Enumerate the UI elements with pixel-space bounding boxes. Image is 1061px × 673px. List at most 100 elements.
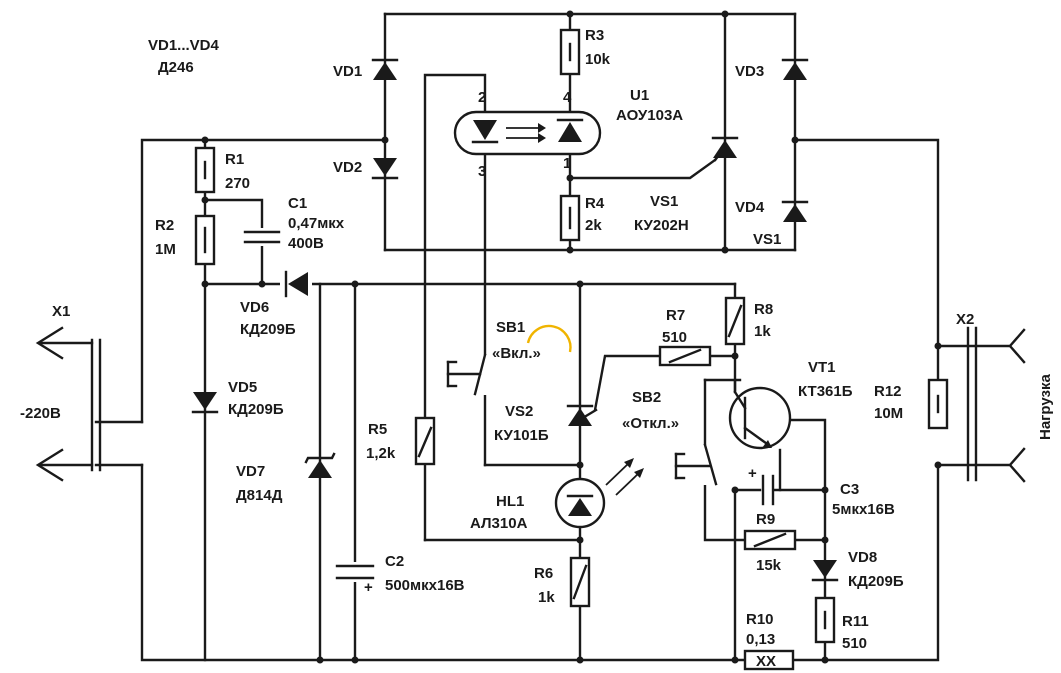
label-u1-type: АОУ103А: [616, 107, 683, 124]
label-x2: X2: [956, 311, 974, 328]
diode-vd8: [811, 560, 839, 582]
label-vd7-type: Д814Д: [236, 487, 283, 504]
resistor-r2: [194, 214, 216, 266]
label-vd-group: VD1...VD4: [148, 37, 220, 54]
label-vd1: VD1: [333, 63, 362, 80]
diode-vd4: [781, 200, 809, 222]
label-pin1: 1: [563, 155, 571, 172]
label-vd-group-type: Д246: [158, 59, 194, 76]
label-c2: C2: [385, 553, 404, 570]
switch-sb1: [446, 353, 496, 396]
capacitor-c3: [761, 474, 775, 506]
switch-sb2: [674, 443, 718, 486]
label-r7-val: 510: [662, 329, 687, 346]
label-pin4: 4: [563, 89, 572, 106]
label-r6: R6: [534, 565, 553, 582]
label-c1: C1: [288, 195, 307, 212]
resistor-r10: [743, 649, 795, 671]
label-r3: R3: [585, 27, 604, 44]
label-r11: R11: [842, 613, 869, 630]
label-vd5: VD5: [228, 379, 257, 396]
label-vd5-type: КД209Б: [228, 401, 284, 418]
resistor-r11: [814, 596, 836, 644]
label-c3: C3: [840, 481, 859, 498]
label-c1-volt: 400В: [288, 235, 324, 252]
label-hl1: HL1: [496, 493, 524, 510]
label-vd6: VD6: [240, 299, 269, 316]
label-r1: R1: [225, 151, 244, 168]
resistor-r6: [569, 556, 591, 608]
capacitor-c1: [243, 228, 281, 246]
label-vs2-type: КУ101Б: [494, 427, 549, 444]
diode-vd2: [371, 158, 399, 180]
label-vd7: VD7: [236, 463, 265, 480]
label-sb2-action: «Откл.»: [622, 415, 679, 432]
label-load: Нагрузка: [1037, 374, 1054, 440]
thyristor-vs1: [711, 136, 739, 162]
led-hl1: [554, 458, 644, 529]
transistor-vt1: [703, 378, 792, 450]
diode-vd1: [371, 58, 399, 80]
label-r9-val: 15k: [756, 557, 782, 574]
label-r12: R12: [874, 383, 902, 400]
label-r5: R5: [368, 421, 387, 438]
label-pin2: 2: [478, 89, 486, 106]
label-c1-val: 0,47мкх: [288, 215, 345, 232]
resistor-r3: [559, 28, 581, 76]
label-vs1-type: КУ202Н: [634, 217, 689, 234]
label-c2-plus: +: [364, 579, 373, 596]
label-r1-val: 270: [225, 175, 250, 192]
label-sb1: SB1: [496, 319, 525, 336]
label-r2-val: 1M: [155, 241, 176, 258]
labels: VD1...VD4 Д246 VD1 VD2 VD3 VD4 R3 10k U1…: [20, 27, 1054, 670]
junction-dots: [201, 10, 942, 664]
label-sb1-action: «Вкл.»: [492, 345, 541, 362]
resistor-r12: [927, 378, 949, 430]
zener-vd7: [304, 452, 336, 478]
label-hl1-type: АЛ310А: [470, 515, 528, 532]
label-c3-val: 5мкх16В: [832, 501, 895, 518]
diode-vd6: [280, 270, 312, 298]
resistor-r5: [414, 416, 436, 466]
resistor-r8: [724, 296, 746, 346]
label-r12-val: 10M: [874, 405, 903, 422]
connector-x2: [966, 326, 1026, 483]
label-vt1: VT1: [808, 359, 836, 376]
label-vd6-type: КД209Б: [240, 321, 296, 338]
label-vs1-b: VS1: [753, 231, 781, 248]
cursor-highlight: [526, 324, 572, 353]
label-r7: R7: [666, 307, 685, 324]
label-r8-val: 1k: [754, 323, 771, 340]
label-r2: R2: [155, 217, 174, 234]
label-r11-val: 510: [842, 635, 867, 652]
label-r4-val: 2k: [585, 217, 602, 234]
resistor-r1: [194, 146, 216, 194]
label-vs2: VS2: [505, 403, 533, 420]
resistor-r7: [658, 345, 712, 367]
diode-vd5: [191, 392, 219, 414]
capacitor-c2: [335, 562, 375, 582]
label-sb2: SB2: [632, 389, 661, 406]
optocoupler-u1: [453, 110, 602, 156]
label-r8: R8: [754, 301, 773, 318]
label-pin3: 3: [478, 163, 486, 180]
label-r10-mark: XX: [756, 653, 776, 670]
thyristor-vs2: [566, 404, 598, 426]
label-r4: R4: [585, 195, 605, 212]
label-u1: U1: [630, 87, 649, 104]
resistor-r4: [559, 194, 581, 242]
diode-vd3: [781, 58, 809, 80]
label-c3-plus: +: [748, 465, 757, 482]
label-vt1-type: КТ361Б: [798, 383, 853, 400]
resistor-r9: [743, 529, 797, 551]
label-vd8: VD8: [848, 549, 877, 566]
label-vd2: VD2: [333, 159, 362, 176]
label-r9: R9: [756, 511, 775, 528]
label-mains: -220В: [20, 405, 61, 422]
label-vd8-type: КД209Б: [848, 573, 904, 590]
label-r6-val: 1k: [538, 589, 555, 606]
label-x1: X1: [52, 303, 70, 320]
label-r3-val: 10k: [585, 51, 611, 68]
label-c2-val: 500мкх16В: [385, 577, 465, 594]
